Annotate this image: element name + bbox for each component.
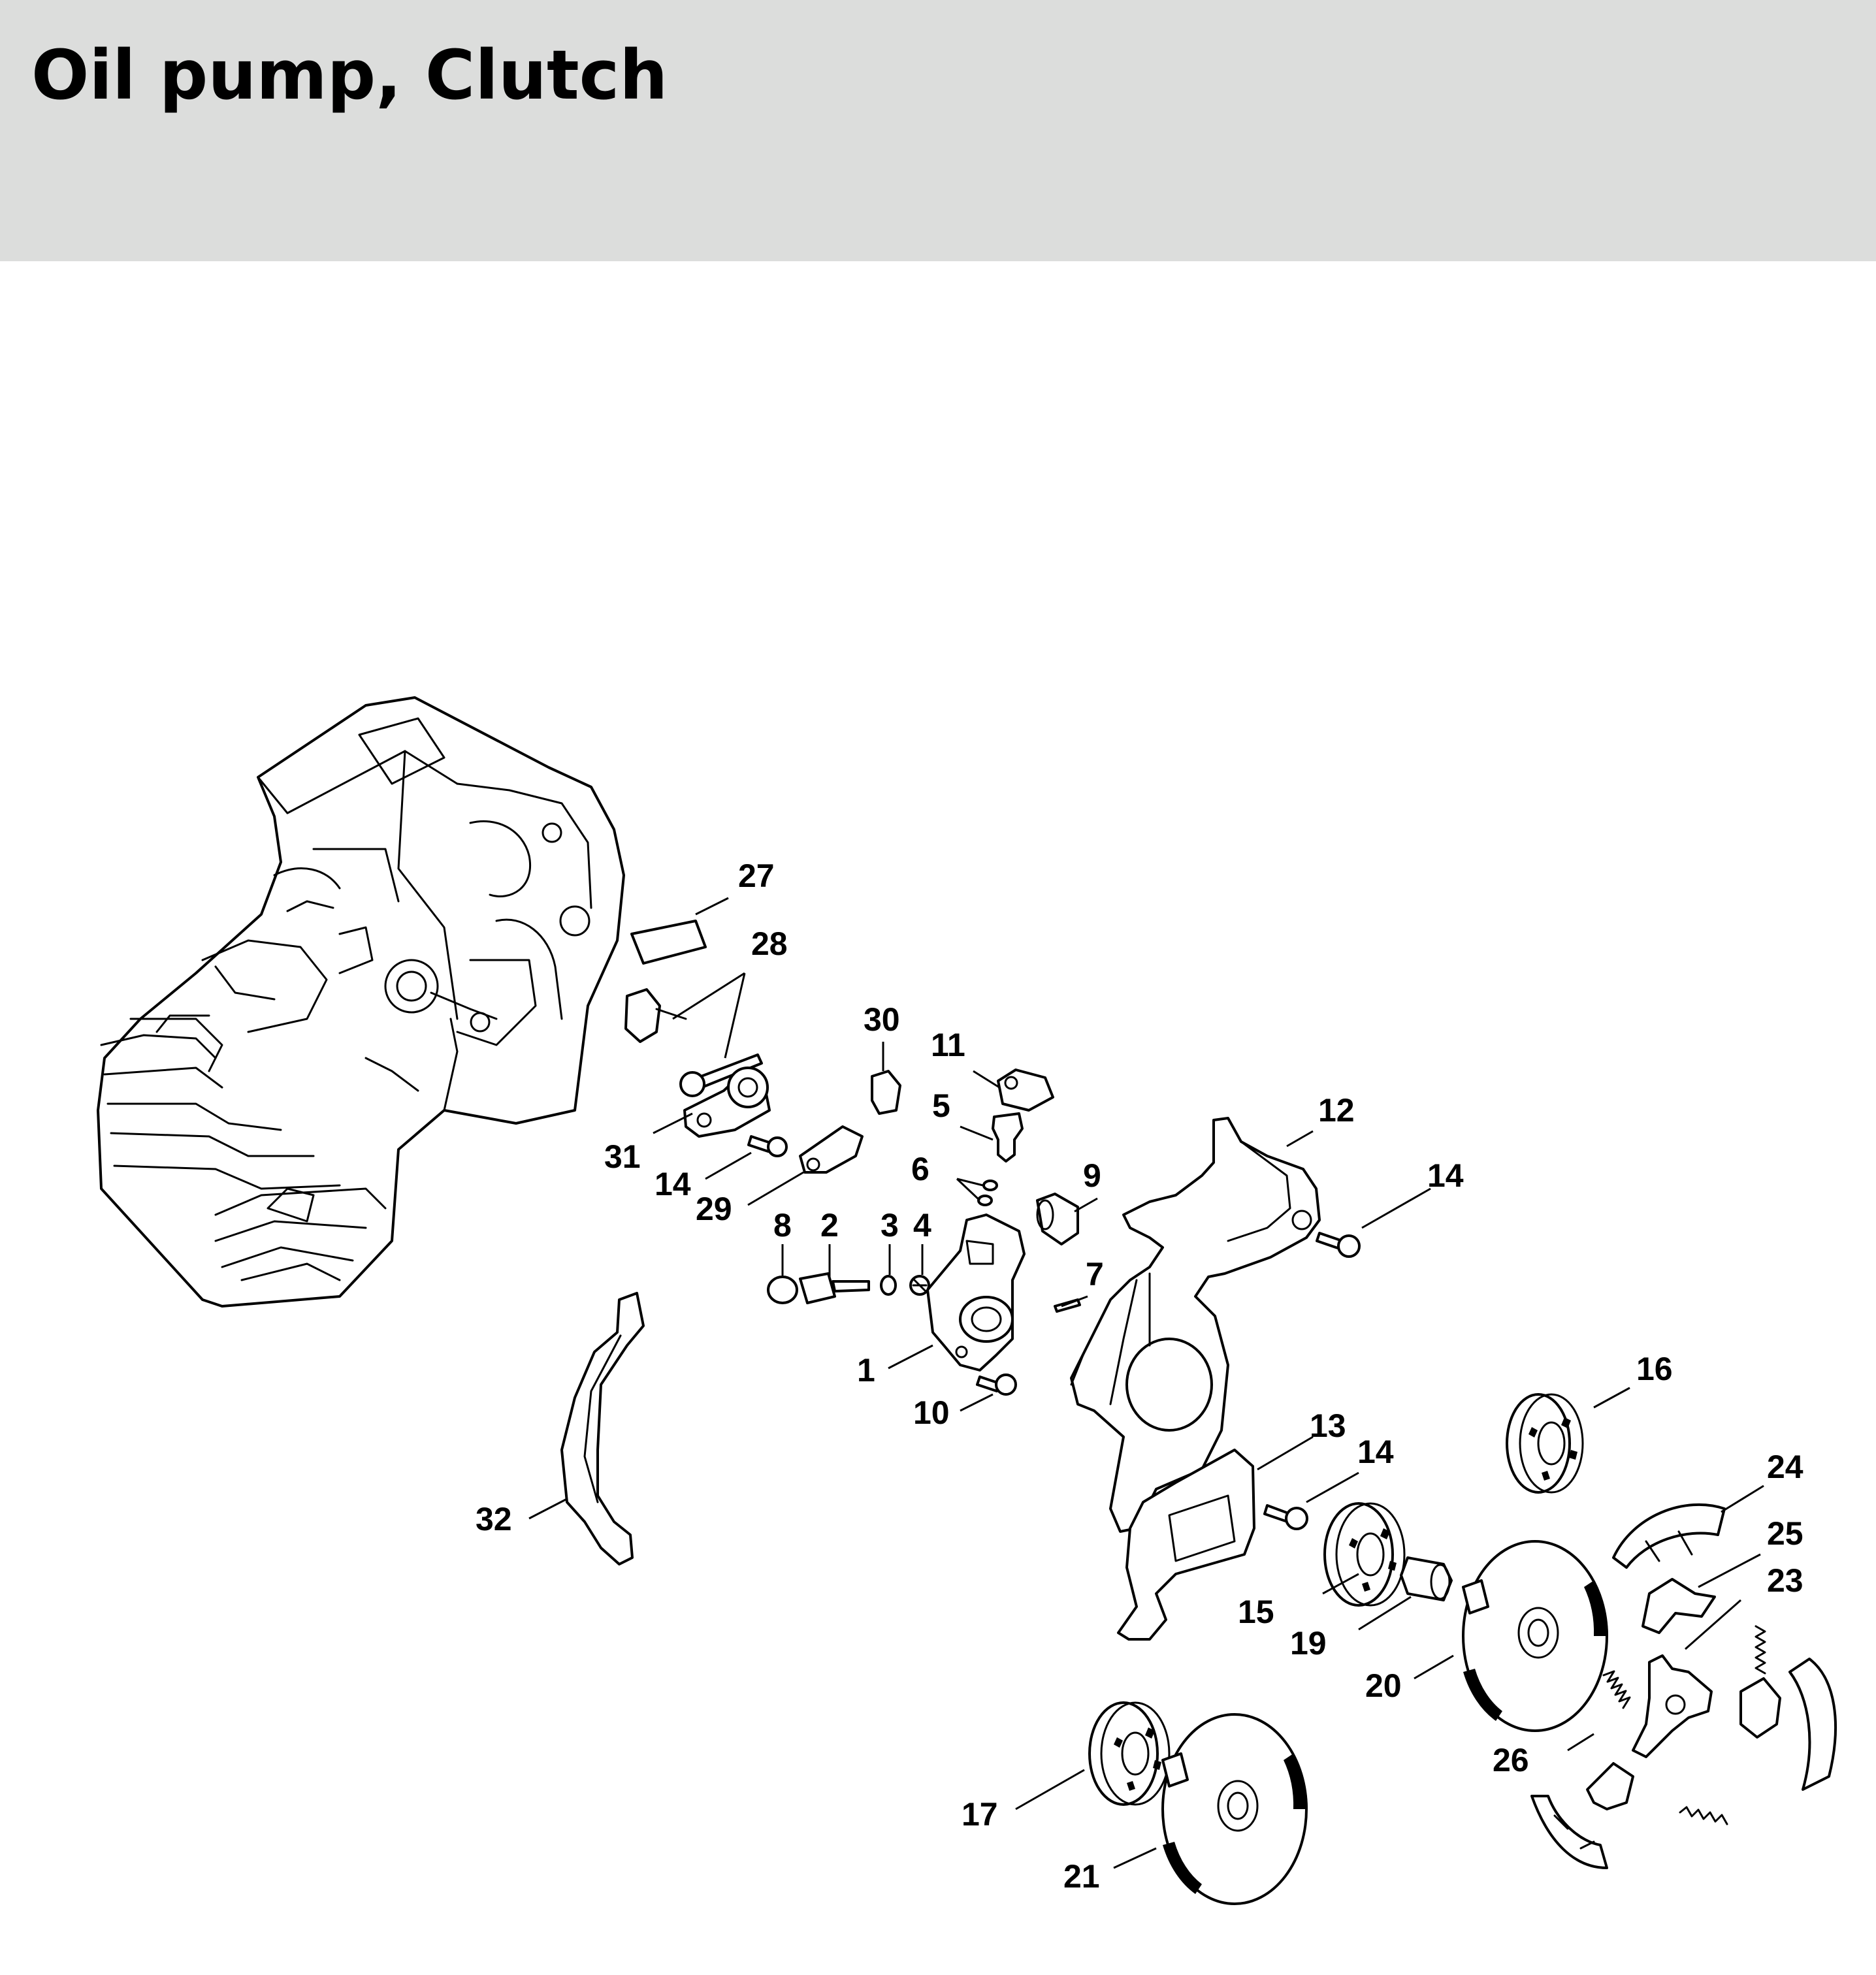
engine-assembly	[97, 696, 625, 1308]
part-21-clutch-drum	[1161, 1713, 1308, 1905]
callout-15: 15	[1238, 1594, 1274, 1630]
part-clutch-assembly-exploded	[1530, 1654, 1837, 1869]
part-12-sprocket-cover	[1070, 1117, 1321, 1533]
callout-30: 30	[864, 1001, 900, 1038]
callout-21: 21	[1063, 1858, 1100, 1895]
part-27-chain-guide-plate	[630, 920, 707, 965]
callout-25: 25	[1767, 1515, 1803, 1552]
part-15-rim-sprocket	[1323, 1502, 1406, 1607]
page-title: Oil pump, Clutch	[31, 35, 668, 115]
part-17-spur-sprocket	[1088, 1701, 1171, 1806]
callout-23: 23	[1767, 1562, 1803, 1599]
callout-2: 2	[820, 1207, 839, 1244]
part-6-o-rings	[977, 1180, 998, 1206]
callout-10: 10	[913, 1394, 950, 1431]
callout-6: 6	[911, 1151, 930, 1187]
callout-labels: 27 28 30 11 5 12 31 14 14 6 9 29 8 2 3 4…	[476, 858, 1803, 1895]
callout-4: 4	[913, 1207, 931, 1244]
part-8-plug	[767, 1276, 798, 1304]
page-header: Oil pump, Clutch	[0, 0, 1876, 261]
part-5-valve	[992, 1112, 1024, 1163]
callout-8: 8	[773, 1207, 792, 1244]
part-11-cap	[997, 1068, 1054, 1112]
part-23-springs	[1679, 1625, 1766, 1825]
callout-29: 29	[696, 1191, 732, 1227]
part-19-needle-cage	[1400, 1556, 1453, 1601]
callout-14-cover: 14	[1427, 1157, 1464, 1194]
part-30-bushing	[871, 1070, 901, 1115]
callout-14-plate: 14	[1357, 1434, 1394, 1470]
part-25-clutch-carrier-pair	[1642, 1578, 1716, 1634]
callout-26: 26	[1493, 1742, 1529, 1778]
part-14-screw-plate	[1263, 1504, 1308, 1530]
exploded-parts-diagram: 27 28 30 11 5 12 31 14 14 6 9 29 8 2 3 4…	[0, 261, 1876, 1975]
part-26-spring	[1602, 1670, 1631, 1709]
callout-20: 20	[1365, 1667, 1402, 1704]
leader-lines	[528, 897, 1764, 1869]
part-13-cover-plate	[1117, 1449, 1255, 1641]
callout-19: 19	[1290, 1625, 1327, 1662]
callout-17: 17	[962, 1796, 998, 1833]
callout-7: 7	[1086, 1256, 1104, 1293]
callout-13: 13	[1310, 1407, 1346, 1444]
part-2-pump-piston	[799, 1272, 870, 1304]
callout-24: 24	[1767, 1449, 1803, 1485]
part-14-screw-left	[747, 1135, 788, 1157]
callout-5: 5	[932, 1087, 950, 1124]
callout-16: 16	[1636, 1351, 1673, 1387]
callout-1: 1	[857, 1352, 875, 1389]
part-10-screw	[976, 1373, 1017, 1396]
callout-12: 12	[1318, 1092, 1355, 1129]
part-3-washer	[880, 1275, 897, 1296]
part-31-spur-gear-housing	[683, 1067, 771, 1138]
callout-3: 3	[881, 1207, 899, 1244]
part-4-spring	[909, 1275, 930, 1296]
part-24-clutch-shoe	[1612, 1503, 1726, 1569]
callout-14-screw-left: 14	[655, 1166, 691, 1202]
callout-32: 32	[476, 1501, 512, 1537]
part-14-screw-cover	[1316, 1232, 1361, 1258]
part-16-rim-sprocket	[1506, 1393, 1584, 1494]
part-20-clutch-drum	[1462, 1540, 1608, 1732]
callout-27: 27	[738, 858, 775, 894]
part-29-cover-plate	[799, 1125, 864, 1174]
part-28-worm-gear-spur-gear	[624, 988, 763, 1097]
callout-11: 11	[931, 1027, 965, 1063]
part-9-housing-cap	[1036, 1193, 1079, 1245]
callout-9: 9	[1083, 1157, 1101, 1194]
part-32-rail	[560, 1292, 645, 1566]
callout-28: 28	[751, 925, 788, 962]
callout-31: 31	[604, 1138, 641, 1175]
part-1-oil-pump	[926, 1213, 1026, 1372]
